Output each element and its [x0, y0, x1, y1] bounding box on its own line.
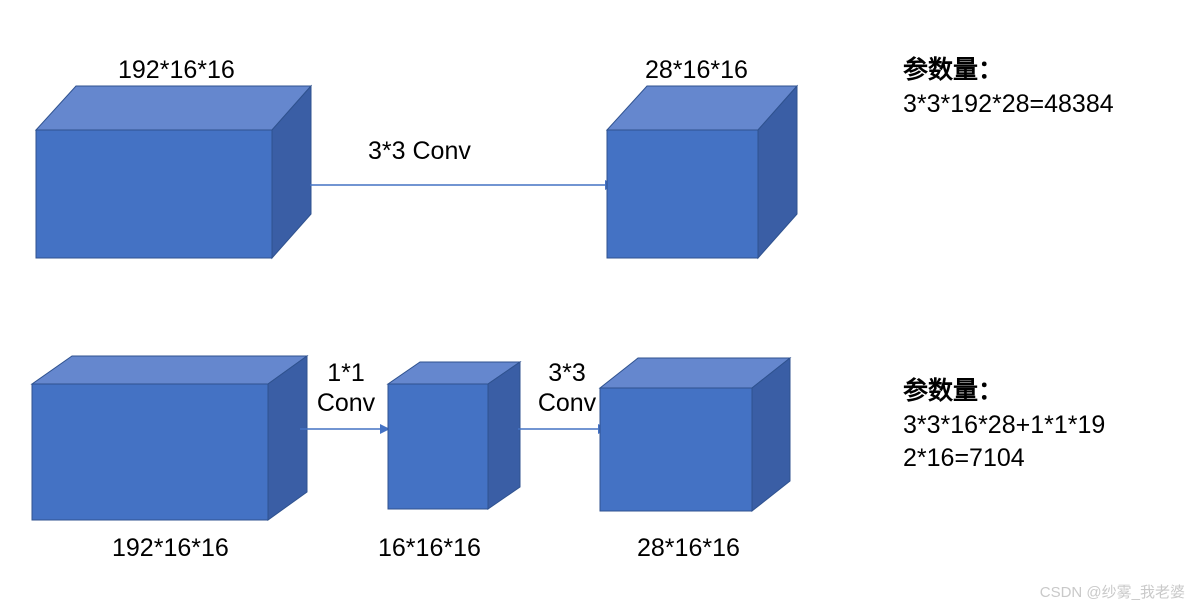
param-title: 参数量：	[903, 56, 1004, 84]
cuboid-side-face	[487, 361, 521, 510]
param-title: 参数量：	[903, 377, 1004, 405]
cuboid-front-face	[387, 383, 489, 510]
cuboid-shape	[605, 84, 799, 260]
label-conv-3x3-line2: Conv	[537, 388, 597, 417]
label-conv-1x1-line1: 1*1	[327, 359, 365, 387]
conv-3x3-arrow-bottom	[518, 419, 608, 439]
cuboid-front-face	[35, 129, 273, 259]
cuboid-front-face	[31, 383, 269, 521]
conv-3x3-arrow-top	[310, 175, 615, 195]
label-bottom-middle-dims: 16*16*16	[378, 534, 481, 562]
conv-1x1-arrow	[300, 419, 390, 439]
param-block-direct-conv: 参数量： 3*3*192*28=48384	[903, 54, 1193, 121]
cuboid-top-face	[34, 85, 313, 131]
label-top-left-dims: 192*16*16	[118, 56, 235, 84]
label-bottom-right-dims: 28*16*16	[637, 534, 740, 562]
arrow-shape	[300, 424, 390, 434]
label-bottom-left-dims: 192*16*16	[112, 534, 229, 562]
label-conv-3x3-line1: 3*3	[548, 359, 586, 387]
cuboid-top-face	[30, 355, 309, 385]
label-conv-3x3-bottom: 3*3 Conv	[521, 359, 613, 418]
param-formula-line: 3*3*192*28=48384	[903, 89, 1114, 118]
arrow-shape	[310, 180, 615, 190]
box-input-volume-192-bottom	[30, 355, 309, 521]
box-bottleneck-volume-16	[386, 361, 522, 510]
label-conv-3x3-top: 3*3 Conv	[368, 137, 471, 165]
param-block-bottleneck-conv: 参数量： 3*3*16*28+1*1*19 2*16=7104	[903, 375, 1195, 476]
cuboid-front-face	[599, 387, 753, 512]
cuboid-front-face	[606, 129, 759, 259]
label-conv-1x1-line2: Conv	[316, 388, 376, 417]
param-formula-line-2: 2*16=7104	[903, 444, 1025, 472]
arrow-head	[380, 424, 390, 434]
box-output-volume-28-bottom	[598, 356, 792, 513]
arrow-shape	[518, 424, 608, 434]
label-top-right-dims: 28*16*16	[645, 56, 748, 84]
cuboid-shape	[34, 84, 313, 260]
box-input-volume-192-top	[34, 84, 313, 260]
label-conv-1x1: 1*1 Conv	[300, 359, 392, 418]
cuboid-shape	[386, 361, 522, 510]
cuboid-shape	[30, 355, 309, 521]
param-formula-line-1: 3*3*16*28+1*1*19	[903, 410, 1106, 439]
csdn-watermark: CSDN @纱雾_我老婆	[1039, 584, 1185, 601]
box-output-volume-28-top	[605, 84, 799, 260]
cuboid-shape	[598, 356, 792, 513]
